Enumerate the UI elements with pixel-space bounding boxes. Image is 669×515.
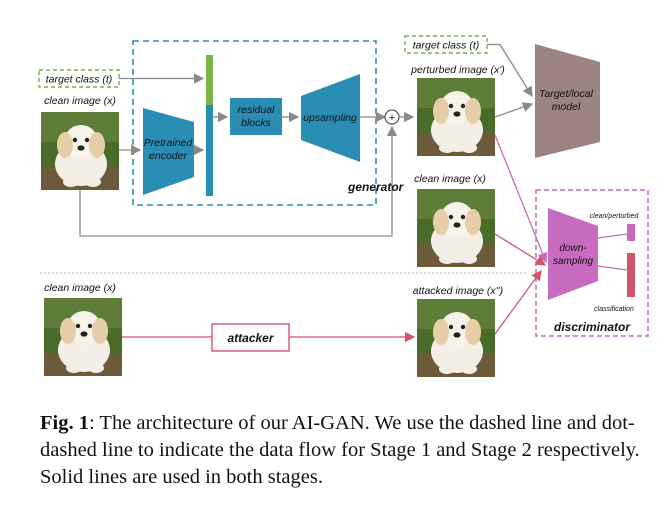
arrow-attacked-to-discriminator [494, 269, 542, 335]
clean-image-bottom [44, 298, 122, 376]
downsampling-block [548, 208, 598, 300]
clean-perturbed-label: clean/perturbed [590, 213, 640, 220]
perturbed-image-label: perturbed image (x') [410, 64, 505, 76]
target-class-label-right: target class (t) [413, 40, 480, 52]
perturbed-image [417, 78, 495, 156]
arrow-clean-to-discriminator [494, 233, 547, 266]
upsampling-block [301, 74, 360, 162]
arrow-target-to-model [487, 43, 533, 98]
target-model-label-1: Target/local [539, 88, 594, 100]
attacker-label: attacker [227, 331, 274, 345]
skip-connection [79, 125, 398, 237]
clean-image-mid [417, 189, 495, 267]
generator-box [132, 40, 377, 206]
residual-blocks [230, 98, 282, 135]
feature-bar [206, 105, 213, 196]
figure-number: Fig. 1 [40, 412, 89, 434]
target-class-label-left: target class (t) [46, 74, 113, 86]
attacked-image [417, 299, 495, 377]
classification-output [627, 253, 635, 297]
attacked-image-label: attacked image (x'') [413, 285, 503, 297]
arrow-perturbed-to-discriminator [494, 134, 548, 264]
classification-label: classification [594, 306, 634, 313]
figure-caption: Fig. 1: The architecture of our AI-GAN. … [40, 410, 650, 491]
upsampling-label: upsampling [303, 112, 357, 124]
architecture-diagram: target class (t) clean image (x) Pretrai… [38, 35, 649, 377]
arrow-perturbed-to-model [494, 102, 534, 118]
generator-label: generator [347, 180, 405, 194]
link-to-classification [597, 265, 628, 271]
add-node-label: + [389, 112, 395, 124]
clean-perturbed-output [627, 224, 635, 241]
target-model [535, 44, 600, 158]
encoder-label-1: Pretrained [144, 137, 194, 149]
residual-label-1: residual [238, 104, 275, 116]
clean-image-top [41, 112, 119, 190]
discriminator-label: discriminator [554, 320, 631, 334]
target-class-box-left [38, 69, 120, 88]
clean-image-label-bottom: clean image (x) [44, 282, 116, 294]
clean-image-label-mid: clean image (x) [414, 173, 486, 185]
pretrained-encoder [143, 108, 194, 195]
target-model-label-2: model [552, 101, 581, 113]
caption-text: : The architecture of our AI-GAN. We use… [40, 412, 640, 488]
attacker-box [211, 323, 290, 352]
target-class-box-right [404, 35, 488, 54]
clean-image-label-top: clean image (x) [44, 95, 116, 107]
downsampling-label-1: down- [559, 243, 587, 254]
encoder-label-2: encoder [149, 150, 187, 162]
downsampling-label-2: sampling [553, 256, 593, 267]
link-to-clean-perturbed [597, 233, 628, 239]
residual-label-2: blocks [241, 117, 272, 129]
condition-bar [206, 55, 213, 105]
